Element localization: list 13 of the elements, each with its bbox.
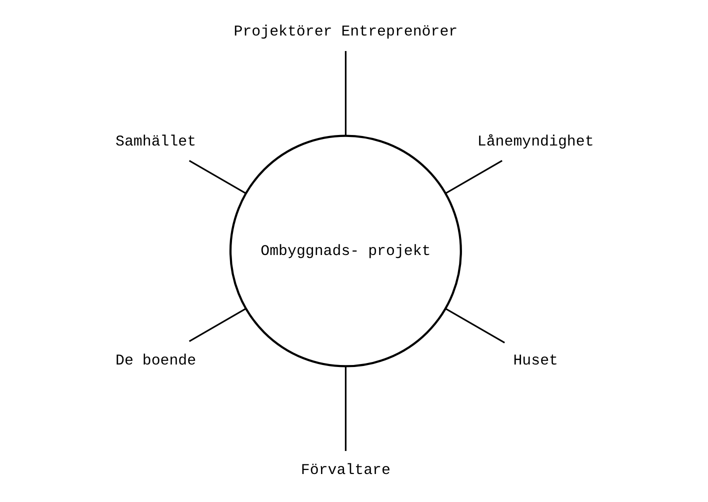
node-text: De boende — [115, 354, 196, 370]
connector — [444, 160, 502, 194]
connector — [188, 160, 246, 194]
node-text: Lånemyndighet — [476, 134, 594, 150]
connector — [444, 308, 504, 344]
connector — [344, 366, 346, 451]
node-text: Förvaltare — [300, 463, 390, 480]
connector — [344, 51, 346, 136]
connector — [188, 308, 246, 342]
node-text: Huset — [512, 354, 558, 370]
node-text: Samhället — [115, 134, 196, 150]
node-text: Projektörer Entreprenörer — [233, 24, 458, 41]
node-circle: Ombyggnads- projekt — [228, 134, 462, 368]
